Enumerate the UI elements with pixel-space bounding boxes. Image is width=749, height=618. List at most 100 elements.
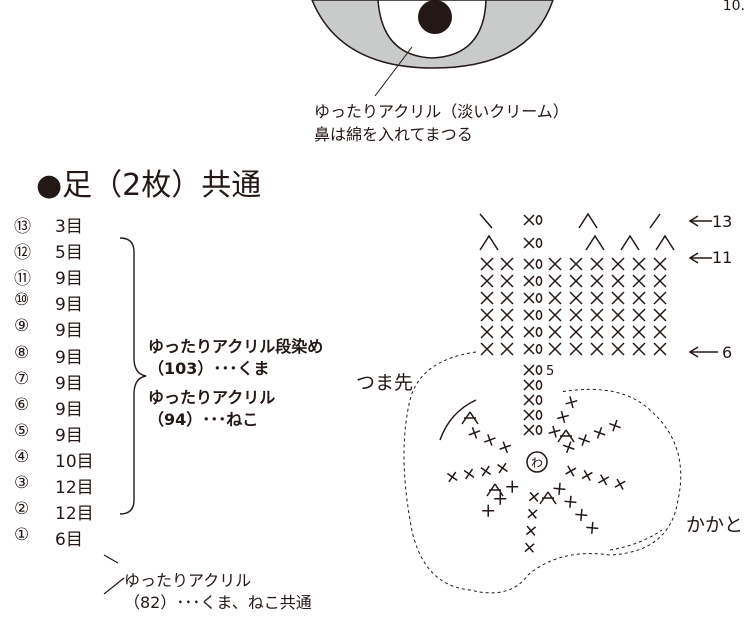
- row-stitch-count: 9目: [55, 269, 83, 290]
- single-crochet-mark: [494, 492, 507, 505]
- row-arrow-head: [688, 346, 699, 358]
- single-crochet-mark: [569, 257, 583, 271]
- eye-illustration: [311, 0, 554, 97]
- increase-mark: [557, 429, 575, 443]
- single-crochet-mark: [506, 480, 519, 493]
- single-crochet-mark: [590, 274, 604, 288]
- toe-label: つま先: [356, 372, 414, 394]
- yarn-upper-line1: ゆったりアクリル段染め: [148, 337, 324, 356]
- single-crochet-mark: [480, 465, 492, 477]
- page-number: 10.: [722, 0, 745, 14]
- row-number: ⑩: [14, 290, 30, 311]
- single-crochet-mark: [482, 504, 495, 517]
- yarn-lower-block: ゆったりアクリル （82）･･･くま、ねこ共通: [124, 570, 312, 613]
- single-crochet-mark: [632, 325, 646, 339]
- row-number: ①: [14, 525, 30, 546]
- row-stitch-count: 9目: [55, 347, 83, 368]
- single-crochet-mark: [446, 471, 458, 483]
- single-crochet-mark: [480, 308, 494, 322]
- single-crochet-mark: [500, 342, 514, 356]
- chain-mark: [535, 238, 543, 248]
- single-crochet-mark: [523, 409, 535, 421]
- single-crochet-mark: [632, 308, 646, 322]
- yarn-upper-line3: ゆったりアクリル: [148, 388, 276, 408]
- increase-mark: [539, 491, 557, 505]
- single-crochet-mark: [548, 308, 562, 322]
- row-number: ⑫: [14, 243, 31, 264]
- section-title: ●足（2枚）共通: [36, 168, 262, 203]
- single-crochet-mark: [632, 257, 646, 271]
- slip-mark: [479, 213, 493, 229]
- yarn-lower-line2: （82）･･･くま、ねこ共通: [124, 592, 312, 612]
- single-crochet-mark: [632, 291, 646, 305]
- single-crochet-mark: [565, 396, 578, 409]
- single-crochet-mark: [598, 474, 610, 486]
- single-crochet-mark: [523, 309, 535, 321]
- single-crochet-mark: [653, 342, 667, 356]
- row-number: ⑬: [14, 217, 31, 237]
- yarn-leader-line-row2: [103, 554, 119, 564]
- leader-line: [439, 399, 477, 441]
- single-crochet-mark: [548, 291, 562, 305]
- single-crochet-mark: [575, 508, 588, 521]
- decrease-mark: [655, 234, 675, 251]
- single-crochet-mark: [499, 441, 512, 454]
- single-crochet-mark: [581, 469, 593, 482]
- single-crochet-mark: [611, 274, 625, 288]
- yarn-brace: [119, 237, 147, 515]
- single-crochet-mark: [523, 258, 535, 270]
- single-crochet-mark: [611, 291, 625, 305]
- single-crochet-mark: [564, 495, 577, 508]
- decrease-mark: [585, 234, 605, 251]
- chain-mark: [535, 344, 543, 354]
- row-stitch-count: 9目: [55, 373, 83, 394]
- single-crochet-mark: [480, 257, 494, 271]
- single-crochet-mark: [569, 342, 583, 356]
- single-crochet-mark: [480, 325, 494, 339]
- single-crochet-mark: [523, 292, 535, 304]
- eye-leader-line: [374, 46, 413, 97]
- single-crochet-mark: [523, 394, 535, 406]
- single-crochet-mark: [578, 434, 591, 446]
- row-arrow-head: [688, 215, 699, 227]
- decrease-mark: [479, 234, 499, 251]
- chain-mark: [535, 365, 543, 375]
- single-crochet-mark: [632, 274, 646, 288]
- single-crochet-mark: [653, 308, 667, 322]
- single-crochet-mark: [569, 325, 583, 339]
- single-crochet-mark: [500, 257, 514, 271]
- single-crochet-mark: [500, 291, 514, 305]
- row-number: ⑧: [14, 342, 30, 363]
- arrow-label-13: 13: [712, 212, 733, 231]
- single-crochet-mark: [611, 308, 625, 322]
- foot-chart: わ: [403, 212, 718, 594]
- single-crochet-mark: [569, 291, 583, 305]
- row-stitch-count: 12目: [55, 504, 94, 525]
- chain-mark: [535, 380, 543, 390]
- chain-mark: [535, 395, 543, 405]
- yarn-lower-line1: ゆったりアクリル: [124, 571, 252, 590]
- single-crochet-mark: [653, 291, 667, 305]
- yarn-upper-block: ゆったりアクリル段染め （103）･･･くま ゆったりアクリル （94）･･･ね…: [148, 336, 323, 430]
- chain-mark: [535, 293, 543, 303]
- nose-note-instruction: 鼻は綿を入れてまつる: [314, 125, 473, 144]
- single-crochet-mark: [500, 325, 514, 339]
- single-crochet-mark: [525, 525, 537, 536]
- row-number: ⑦: [14, 368, 30, 389]
- row-stitch-count: 12目: [55, 478, 94, 498]
- single-crochet-mark: [463, 468, 475, 480]
- single-crochet-mark: [523, 214, 535, 226]
- chain-mark: [535, 276, 543, 286]
- row-5-label: 5: [546, 364, 555, 379]
- row-number: ⑪: [14, 269, 31, 290]
- heel-label: かかと: [686, 514, 744, 536]
- eye-pupil: [418, 0, 452, 34]
- row-number: ⑥: [14, 394, 30, 415]
- single-crochet-mark: [523, 237, 535, 249]
- single-crochet-mark: [523, 326, 535, 338]
- single-crochet-mark: [548, 274, 562, 288]
- single-crochet-mark: [590, 257, 604, 271]
- row-stitch-count: 9目: [55, 295, 83, 316]
- single-crochet-mark: [548, 425, 561, 438]
- nose-note-yarn: ゆったりアクリル（淡いクリーム）: [314, 102, 569, 121]
